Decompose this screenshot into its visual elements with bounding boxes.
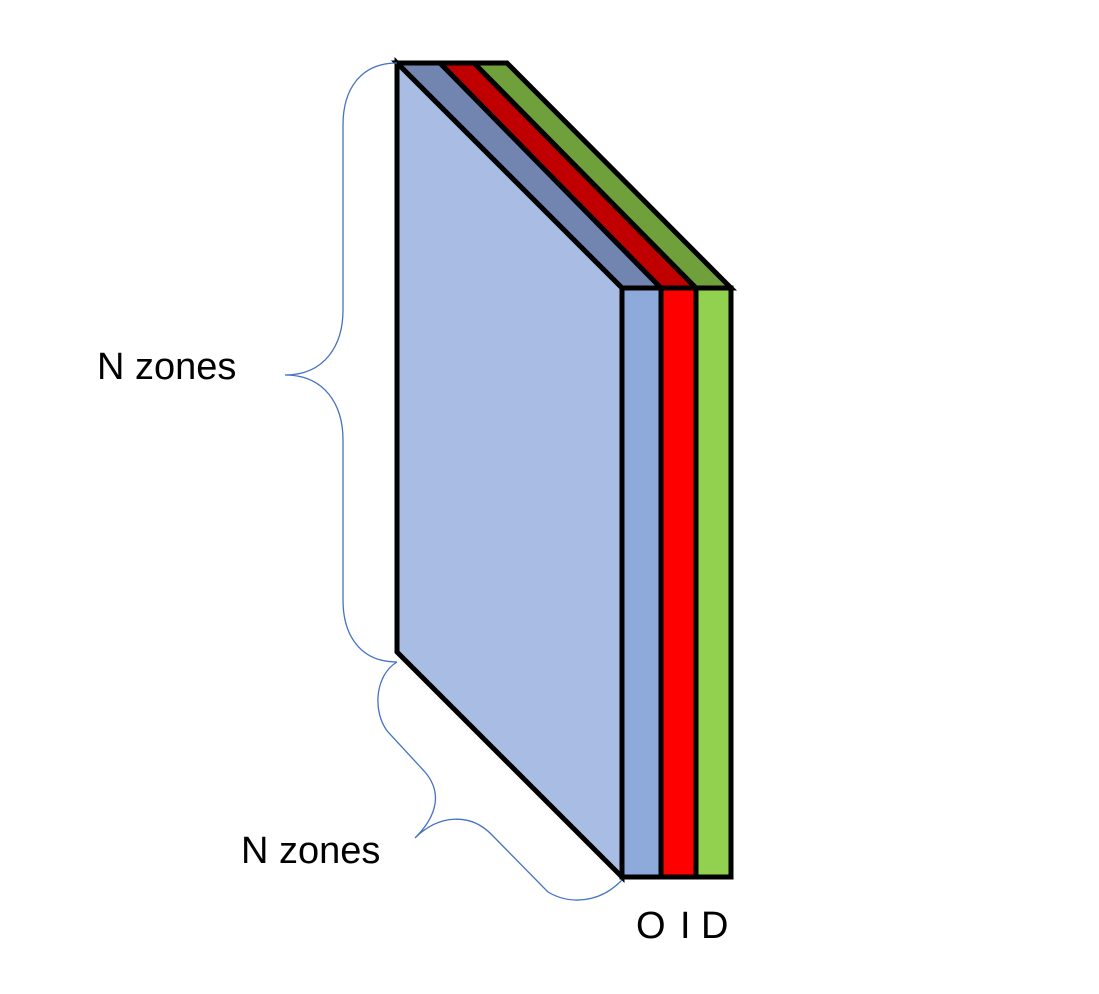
layer-i-strip	[658, 285, 699, 880]
vertical-brace	[284, 62, 398, 663]
layer-d-label: D	[701, 905, 728, 947]
layer-o-label: O	[636, 905, 666, 947]
diagonal-brace	[377, 661, 623, 901]
layer-i-label: I	[680, 905, 691, 947]
diagonal-extent-label: N zones	[241, 830, 380, 872]
layer-d-strip	[693, 285, 734, 880]
vertical-extent-label: N zones	[97, 346, 236, 388]
layer-o-strip	[619, 285, 664, 880]
